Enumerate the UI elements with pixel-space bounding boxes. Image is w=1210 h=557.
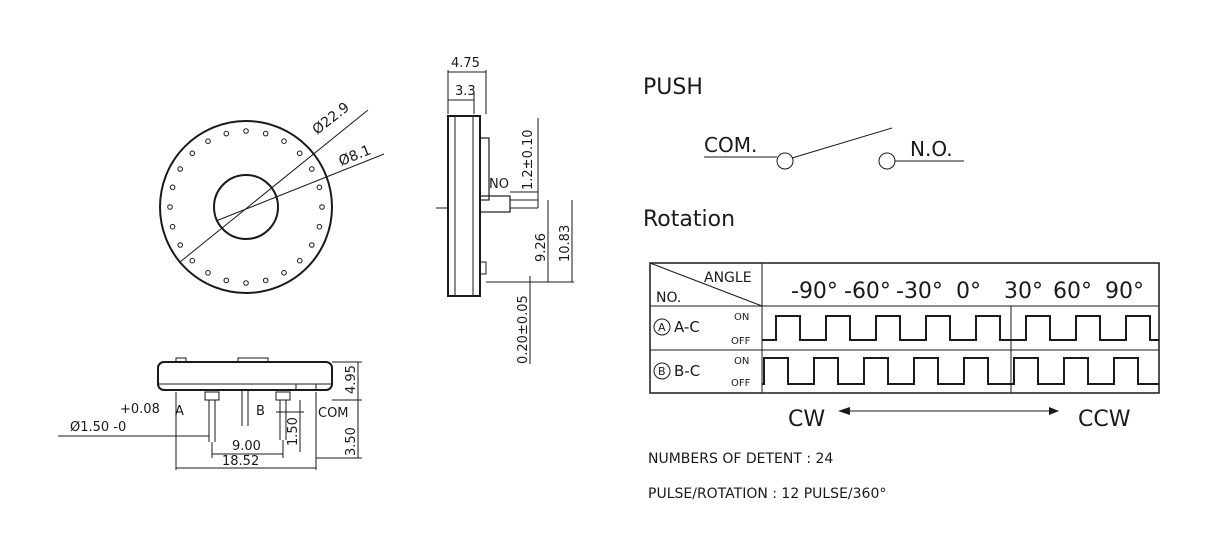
- dim-body-width: 3.3: [455, 84, 476, 99]
- angle-4: 30°: [1004, 279, 1043, 304]
- angle-6: 90°: [1105, 279, 1144, 304]
- detent-hole: [189, 150, 196, 157]
- angle-1: -60°: [844, 279, 891, 304]
- pin-b-label: B: [256, 404, 265, 419]
- row-a-label: A-C: [674, 318, 700, 336]
- angle-2: -30°: [896, 279, 943, 304]
- detent-hole: [309, 242, 315, 248]
- detent-hole: [281, 270, 287, 276]
- header-no: NO.: [656, 290, 681, 306]
- rotation-table: ANGLE NO. -90° -60° -30° 0° 30° 60° 90° …: [649, 262, 1160, 394]
- angle-0: -90°: [791, 279, 838, 304]
- dim-9-26: 9.26: [534, 233, 549, 262]
- dim-0-20: 0.20±0.05: [516, 295, 531, 364]
- detent-hole: [167, 204, 173, 210]
- bottom-view: A B COM +0.08 Ø1.50 -0 9.00 18.52 1.50 4…: [58, 357, 362, 470]
- pin-a-label: A: [175, 404, 184, 419]
- detent-hole: [205, 138, 211, 144]
- outer-dia-leader: [179, 109, 369, 263]
- bottom-body: [157, 361, 333, 391]
- detent-hole: [316, 223, 323, 230]
- row-b-symbol: [653, 362, 671, 380]
- pin-com-label: COM: [318, 406, 349, 421]
- detent-hole: [262, 130, 269, 137]
- header-diagonal: [649, 262, 763, 307]
- waveform-a: [762, 315, 1159, 341]
- cw-label: CW: [788, 407, 825, 432]
- detent-hole: [169, 223, 176, 230]
- row-a-symbol: [653, 318, 671, 336]
- detent-hole: [309, 166, 315, 172]
- row-b-off: OFF: [731, 378, 751, 389]
- outer-diameter-label: Ø22.9: [310, 100, 353, 139]
- dim-1-50: 1.50: [286, 417, 301, 446]
- ccw-label: CCW: [1078, 407, 1131, 432]
- no-terminal: [878, 152, 896, 170]
- side-view: 4.75 3.3 NO 1.2±0.10 9.26 10.83 0.20±0.0…: [436, 56, 574, 364]
- dim-push-travel: 1.2±0.10: [521, 129, 536, 190]
- detent-hole: [177, 166, 183, 172]
- dim-18-52: 18.52: [222, 454, 259, 469]
- front-view: Ø22.9 Ø8.1: [159, 100, 385, 294]
- row-b-label: B-C: [674, 362, 700, 380]
- detent-hole: [243, 128, 249, 134]
- push-switch-lever: [791, 127, 893, 159]
- waveform-b: [762, 357, 1159, 385]
- detent-note: NUMBERS OF DETENT : 24: [648, 451, 833, 467]
- push-no-label: N.O.: [910, 137, 953, 161]
- row-b-on: ON: [734, 356, 749, 367]
- detent-hole: [243, 280, 249, 286]
- row-a-off: OFF: [731, 336, 751, 347]
- inner-dia-leader: [215, 153, 385, 222]
- com-terminal: [776, 152, 794, 170]
- detent-hole: [223, 130, 230, 137]
- detent-hole: [223, 277, 230, 284]
- detent-holes: [167, 128, 325, 286]
- side-body: [447, 115, 481, 297]
- dim-10-83: 10.83: [558, 225, 573, 262]
- pin-a: [204, 391, 220, 401]
- push-com-label: COM.: [704, 133, 757, 157]
- push-section: PUSH COM. N.O.: [643, 75, 964, 170]
- dim-9-00: 9.00: [232, 439, 261, 454]
- dim-4-95: 4.95: [344, 365, 359, 394]
- rotation-section: Rotation ANGLE NO. -90° -60° -30° 0° 30°…: [643, 207, 1160, 432]
- push-title: PUSH: [643, 75, 703, 100]
- rotation-title: Rotation: [643, 207, 735, 232]
- angle-3: 0°: [956, 279, 981, 304]
- detent-hole: [205, 270, 211, 276]
- pin-diameter: Ø1.50 -0: [70, 420, 126, 435]
- angle-5: 60°: [1053, 279, 1092, 304]
- pulse-note: PULSE/ROTATION : 12 PULSE/360°: [648, 486, 886, 502]
- detent-hole: [169, 184, 176, 191]
- push-shaft: [479, 195, 511, 213]
- detent-hole: [189, 257, 196, 264]
- detent-hole: [177, 242, 183, 248]
- detent-hole: [296, 150, 303, 157]
- dim-3-50: 3.50: [344, 427, 359, 456]
- label-no: NO: [489, 177, 509, 192]
- detent-hole: [296, 257, 303, 264]
- row-a-symbol-letter: A: [658, 321, 666, 334]
- row-b-symbol-letter: B: [658, 365, 666, 378]
- inner-hole: [213, 174, 279, 240]
- row-a-on: ON: [734, 312, 749, 323]
- side-knob: [479, 137, 490, 201]
- outer-ring: [159, 120, 333, 294]
- dim-total-width: 4.75: [451, 56, 480, 71]
- tol-plus: +0.08: [120, 402, 160, 417]
- header-angle: ANGLE: [704, 270, 752, 286]
- detent-hole: [316, 184, 323, 191]
- detent-hole: [319, 204, 325, 210]
- detent-hole: [281, 138, 287, 144]
- detent-hole: [262, 277, 269, 284]
- pin-b: [275, 391, 291, 401]
